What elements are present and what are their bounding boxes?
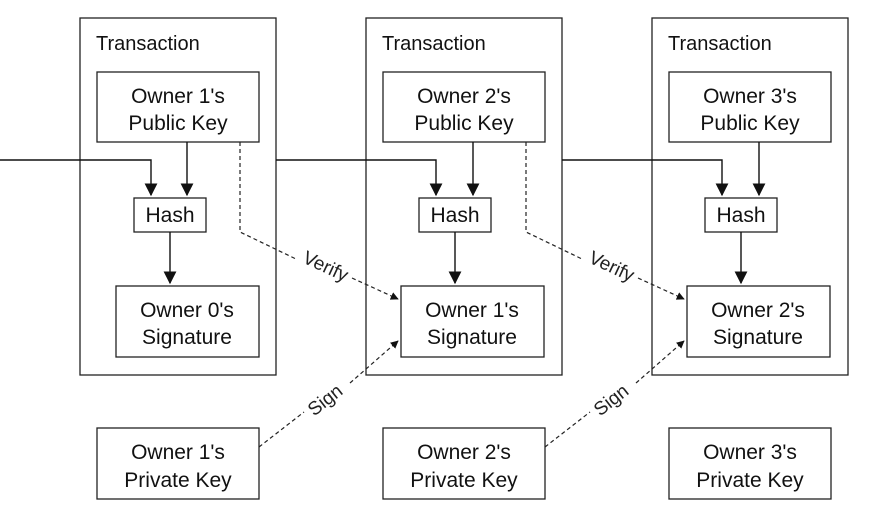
chain-arrow-into-hash-2 bbox=[276, 159, 443, 197]
transaction-1-public-key-label: Public Key bbox=[128, 112, 228, 135]
transaction-2-public-key-box bbox=[382, 71, 546, 143]
transaction-2-public-key-owner: Owner 2's bbox=[417, 85, 511, 108]
transaction-2: Transaction Owner 2's Public Key Hash Ow… bbox=[365, 17, 563, 376]
chain-arrow-into-hash-1 bbox=[0, 159, 158, 197]
transaction-1-title: Transaction bbox=[96, 33, 200, 55]
transaction-3-hash-box bbox=[704, 197, 778, 233]
transaction-3-signature-owner: Owner 2's bbox=[711, 299, 805, 322]
transaction-3-signature-label: Signature bbox=[713, 326, 803, 349]
owner-3-private-key-box bbox=[668, 427, 832, 500]
transaction-1-public-key-owner: Owner 1's bbox=[131, 85, 225, 108]
transaction-1-signature-owner: Owner 0's bbox=[140, 299, 234, 322]
owner-3-private-key-owner: Owner 3's bbox=[703, 441, 797, 464]
sign-arrow-2-end bbox=[635, 340, 685, 384]
owner-1-private-key-box bbox=[96, 427, 260, 500]
sign-arrow-1-start bbox=[258, 411, 305, 448]
owner-2-private-key-label: Private Key bbox=[410, 469, 518, 492]
sign-arrow-1-end bbox=[349, 340, 399, 384]
owner-1-private-key-owner: Owner 1's bbox=[131, 441, 225, 464]
transaction-2-signature-owner: Owner 1's bbox=[425, 299, 519, 322]
sign-label-2: Sign bbox=[590, 381, 633, 421]
transaction-2-hash-label: Hash bbox=[430, 204, 479, 227]
verify-label-2: Verify bbox=[585, 247, 637, 286]
transaction-1: Transaction Owner 1's Public Key Hash Ow… bbox=[79, 17, 277, 376]
owner-3-private-key-label: Private Key bbox=[696, 469, 804, 492]
verify-label-1: Verify bbox=[299, 247, 351, 286]
transaction-2-signature-box bbox=[400, 285, 545, 358]
sign-label-1: Sign bbox=[304, 381, 347, 421]
owner-2-private-key-owner: Owner 2's bbox=[417, 441, 511, 464]
transaction-3-public-key-label: Public Key bbox=[700, 112, 800, 135]
owner-2-private-key-box bbox=[382, 427, 546, 500]
transaction-3-public-key-owner: Owner 3's bbox=[703, 85, 797, 108]
chain-arrow-into-hash-3 bbox=[562, 159, 729, 197]
verify-arrow-2-start bbox=[525, 142, 583, 260]
verify-arrow-1-end bbox=[351, 277, 399, 300]
transaction-3-signature-box bbox=[686, 285, 831, 358]
transaction-2-signature-label: Signature bbox=[427, 326, 517, 349]
transaction-1-signature-label: Signature bbox=[142, 326, 232, 349]
owner-1-private-key-label: Private Key bbox=[124, 469, 232, 492]
transaction-3: Transaction Owner 3's Public Key Hash Ow… bbox=[651, 17, 849, 376]
transaction-3-title: Transaction bbox=[668, 33, 772, 55]
transaction-2-title: Transaction bbox=[382, 33, 486, 55]
transaction-1-hash-label: Hash bbox=[145, 204, 194, 227]
verify-arrow-2-end bbox=[637, 277, 685, 300]
transaction-3-hash-label: Hash bbox=[716, 204, 765, 227]
verify-arrow-1-start bbox=[239, 142, 297, 260]
transaction-2-public-key-label: Public Key bbox=[414, 112, 514, 135]
transaction-3-public-key-box bbox=[668, 71, 832, 143]
transaction-1-public-key-box bbox=[96, 71, 260, 143]
private-keys: Owner 1's Private Key Owner 2's Private … bbox=[96, 427, 832, 500]
transaction-1-signature-box bbox=[115, 285, 260, 358]
sign-arrow-2-start bbox=[544, 411, 591, 448]
